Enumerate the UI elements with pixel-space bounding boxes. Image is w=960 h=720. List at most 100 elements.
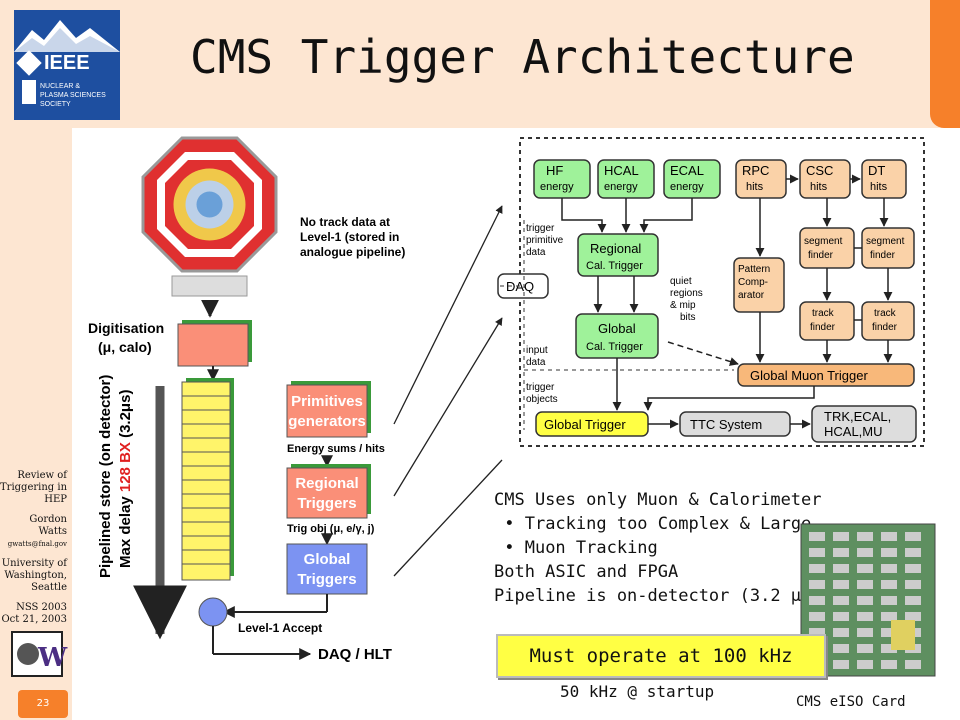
sidebar-band — [0, 128, 72, 720]
sidebar-notes: Review of Triggering in HEP Gordon Watts… — [0, 470, 67, 626]
dt-box: hits — [870, 181, 888, 193]
card-chip — [857, 612, 873, 621]
ecal-box: energy — [670, 181, 704, 193]
detector-cross-section — [141, 136, 278, 297]
pattern-comparator-box: Comp- — [738, 277, 768, 288]
sidebar-line: Triggering in — [0, 482, 68, 493]
card-chip — [857, 596, 873, 605]
sidebar-line: University of — [1, 558, 67, 569]
trigger-objects-label: objects — [526, 394, 558, 405]
cms-trigger-flow-diagram: HF energy HCAL energy ECAL energy RPC hi… — [497, 137, 925, 447]
no-track-text: No track data at — [300, 215, 390, 229]
card-chip — [881, 644, 897, 653]
card-chip — [881, 612, 897, 621]
digitisation-label: Digitisation — [88, 320, 164, 336]
card-chip — [857, 532, 873, 541]
trigger-objects-label: trigger — [526, 382, 555, 393]
uw-husky-logo: W — [11, 631, 68, 677]
sidebar-line: NSS 2003 — [16, 602, 67, 613]
energy-sums-label: Energy sums / hits — [287, 443, 385, 455]
sidebar-email: gwatts@fnal.gov — [7, 540, 67, 548]
bullet-text: Muon Tracking — [524, 538, 658, 558]
card-chip — [809, 580, 825, 589]
track-finder-box: finder — [810, 322, 836, 333]
segment-finder-box: segment — [804, 236, 843, 247]
rpc-box: RPC — [742, 163, 769, 178]
card-chip — [809, 532, 825, 541]
point-line: Both ASIC and FPGA — [494, 562, 679, 582]
trigger-primitive-label: primitive — [526, 235, 564, 246]
csc-box: hits — [810, 181, 828, 193]
csc-box: CSC — [806, 163, 833, 178]
sidebar-line: Washington, — [4, 570, 67, 581]
card-chip — [881, 628, 897, 637]
card-chip — [905, 660, 921, 669]
trigger-primitive-label: trigger — [526, 223, 555, 234]
subdetectors-box: TRK,ECAL, — [824, 409, 891, 424]
card-chip — [905, 596, 921, 605]
hf-box: energy — [540, 181, 574, 193]
card-chip — [809, 612, 825, 621]
quiet-regions-label: regions — [670, 288, 703, 299]
sidebar-line: HEP — [44, 494, 67, 505]
subdetectors-box: HCAL,MU — [824, 424, 883, 439]
card-chip — [881, 660, 897, 669]
sidebar-line: Seattle — [31, 582, 67, 593]
sidebar-author: Gordon Watts — [29, 514, 67, 537]
hcal-box: HCAL — [604, 163, 639, 178]
hf-box: HF — [546, 163, 563, 178]
global-label: Triggers — [297, 571, 356, 588]
svg-text:NUCLEAR &: NUCLEAR & — [40, 83, 80, 90]
card-chip — [833, 580, 849, 589]
card-chip — [881, 532, 897, 541]
svg-text:W: W — [37, 643, 68, 673]
global-cal-box: Global — [598, 321, 636, 336]
regional-cal-box: Cal. Trigger — [586, 260, 643, 272]
card-chip — [857, 580, 873, 589]
dt-box: DT — [868, 163, 885, 178]
regional-block: Regional Triggers — [286, 464, 371, 519]
bullet-item: • Tracking too Complex & Large — [494, 514, 812, 534]
daq-box: DAQ — [506, 279, 534, 294]
input-data-label: input — [526, 345, 548, 356]
level1-pipeline-diagram: No track data at Level-1 (stored in anal… — [88, 136, 503, 663]
page-number: 23 — [18, 690, 68, 718]
card-chip — [905, 580, 921, 589]
sidebar-line: Review of — [17, 470, 67, 481]
eiso-card-photo — [795, 520, 941, 685]
card-chip — [881, 596, 897, 605]
card-chip — [809, 548, 825, 557]
card-chip — [905, 532, 921, 541]
key-points: CMS Uses only Muon & Calorimeter • Track… — [494, 488, 822, 608]
bullet-item: • Muon Tracking — [494, 538, 658, 558]
quiet-regions-label: & mip — [670, 300, 696, 311]
ieee-nps-logo: IEEE NUCLEAR & PLASMA SCIENCES SOCIETY — [14, 10, 120, 120]
regional-cal-box: Regional — [590, 241, 641, 256]
card-chip — [833, 628, 849, 637]
track-finder-box: track — [874, 308, 897, 319]
segment-finder-box: finder — [808, 250, 834, 261]
hcal-box: energy — [604, 181, 638, 193]
card-chip — [833, 564, 849, 573]
svg-text:IEEE: IEEE — [44, 52, 90, 74]
segment-finder-box: finder — [870, 250, 896, 261]
card-chip — [857, 548, 873, 557]
point-line: CMS Uses only Muon & Calorimeter — [494, 490, 822, 510]
card-chip — [857, 564, 873, 573]
quiet-regions-label: bits — [680, 312, 696, 323]
regional-label: Triggers — [297, 495, 356, 512]
pattern-comparator-box: arator — [738, 290, 765, 301]
card-chip — [905, 564, 921, 573]
slide-title: CMS Trigger Architecture — [190, 30, 855, 84]
no-track-text: analogue pipeline) — [300, 245, 405, 259]
card-chip — [833, 660, 849, 669]
global-block: Global Triggers — [286, 543, 368, 595]
pipeline-label: Pipelined store (on detector) — [97, 375, 114, 578]
startup-rate: 50 kHz @ startup — [560, 682, 715, 701]
track-finder-box: finder — [872, 322, 898, 333]
segment-finder-box: segment — [866, 236, 905, 247]
global-muon-trigger-box: Global Muon Trigger — [750, 368, 868, 383]
global-label: Global — [304, 551, 351, 568]
pipeline-store — [181, 378, 234, 581]
pattern-comparator-box: Pattern — [738, 264, 770, 275]
